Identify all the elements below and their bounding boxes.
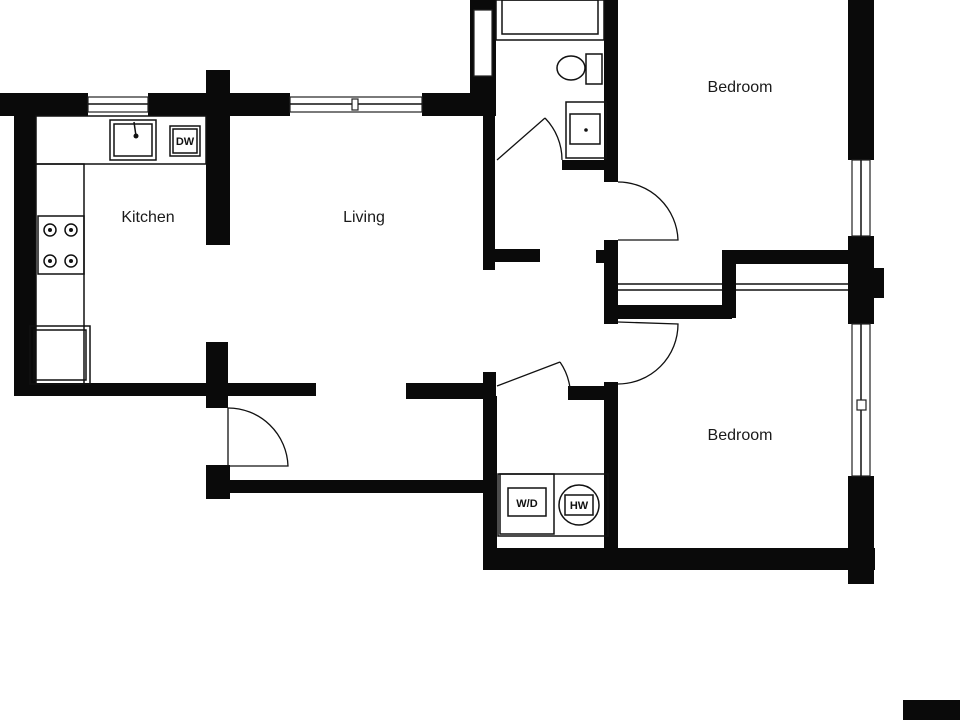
wall-bedroom-left-bottom xyxy=(604,382,618,548)
wall-hall-right xyxy=(604,240,618,324)
wall-right-bottom xyxy=(848,476,874,584)
bath-fixtures xyxy=(495,0,607,159)
wall-right-top xyxy=(848,0,874,160)
water-heater-label: HW xyxy=(570,500,589,512)
room-labels: Kitchen Living Bedroom Bedroom xyxy=(121,79,772,444)
wall-bath-bottom xyxy=(562,160,612,170)
dishwasher-label: DW xyxy=(176,136,195,148)
wall-hall-left xyxy=(483,116,495,270)
door-laundry xyxy=(496,361,571,389)
wall-laundry-top xyxy=(483,372,496,400)
laundry: W/D HW xyxy=(497,473,609,537)
closet xyxy=(618,283,848,291)
wall-bottom xyxy=(483,548,875,570)
wall-laundry-left xyxy=(483,396,497,570)
wall-corridor xyxy=(228,480,496,493)
wall-entry-left xyxy=(206,342,228,408)
wall-kitchen-living xyxy=(206,70,230,245)
wall-closet-bottom xyxy=(618,305,732,319)
windows xyxy=(87,9,871,477)
wall-corridor-end xyxy=(206,465,230,499)
dishwasher: DW xyxy=(169,125,201,157)
window-bath xyxy=(473,9,493,77)
door-entry xyxy=(227,407,289,467)
wall-entry-right xyxy=(406,383,496,399)
wall-hall-stub xyxy=(483,249,540,262)
refrigerator xyxy=(29,325,91,385)
door-bedroom-bottom xyxy=(617,321,679,385)
kitchen-fixtures: DW xyxy=(29,115,207,385)
wall-bedroom-divider xyxy=(722,250,854,264)
wall-closet-side xyxy=(722,250,736,318)
door-bathroom xyxy=(496,117,563,161)
washer-dryer: W/D xyxy=(499,473,555,535)
corner-block xyxy=(903,700,960,720)
window-living-mullion xyxy=(351,98,359,111)
counter-top xyxy=(35,115,207,165)
vanity-sink xyxy=(565,101,607,159)
wall-left xyxy=(14,116,36,396)
label-bedroom-top: Bedroom xyxy=(708,79,773,96)
wall-bedroom-left-top xyxy=(604,0,618,182)
wall-top-left xyxy=(0,93,88,116)
wall-bottom-kitchen xyxy=(14,383,316,396)
label-living: Living xyxy=(343,209,385,226)
label-bedroom-bottom: Bedroom xyxy=(708,427,773,444)
washer-dryer-label: W/D xyxy=(516,498,537,510)
water-heater: HW xyxy=(558,484,600,526)
wall-right-bump xyxy=(866,268,884,298)
doors xyxy=(227,117,679,467)
window-bedroom-mullion xyxy=(856,399,867,411)
stove xyxy=(37,215,85,275)
bathtub xyxy=(495,0,605,41)
label-kitchen: Kitchen xyxy=(121,209,174,226)
door-bedroom-top xyxy=(617,181,679,241)
toilet-icon xyxy=(556,53,603,85)
sink xyxy=(109,119,157,161)
